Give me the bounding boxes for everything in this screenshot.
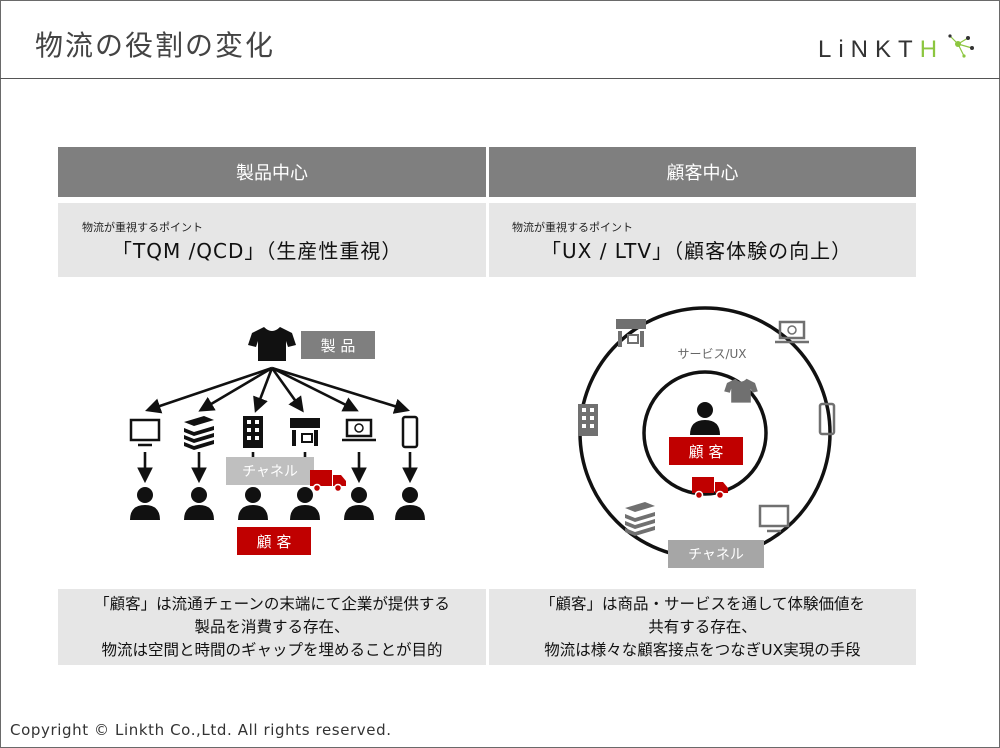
copyright-text: Copyright © Linkth Co.,Ltd. All rights r… bbox=[10, 721, 392, 739]
service-ux-label: サービス/UX bbox=[677, 347, 746, 361]
logo-accent-text: H bbox=[919, 36, 945, 63]
store-icon bbox=[290, 418, 320, 446]
customer-icons bbox=[130, 487, 425, 520]
right-summary-line-3: 物流は様々な顧客接点をつなぎUX実現の手段 bbox=[544, 640, 861, 659]
right-summary-line-1: 「顧客」は商品・サービスを通して体験価値を bbox=[539, 594, 866, 613]
title-divider bbox=[0, 78, 1000, 79]
customer-person-icon bbox=[130, 487, 160, 520]
building-icon bbox=[578, 404, 598, 436]
customer-person-icon bbox=[184, 487, 214, 520]
product-tshirt-icon bbox=[724, 378, 758, 403]
laptop-icon bbox=[775, 320, 809, 344]
left-summary-line-1: 「顧客」は流通チェーンの末端にて企業が提供する bbox=[94, 594, 450, 613]
right-point-label: 物流が重視するポイント bbox=[512, 221, 633, 234]
right-summary-line-2: 共有する存在、 bbox=[648, 617, 757, 636]
customer-person-icon bbox=[690, 402, 720, 435]
left-column-header: 製品中心 bbox=[58, 147, 486, 197]
smartphone-icon bbox=[818, 402, 836, 436]
left-point-label: 物流が重視するポイント bbox=[82, 221, 203, 234]
logo-network-icon bbox=[948, 34, 974, 58]
tv-icon bbox=[129, 418, 161, 447]
product-label: 製 品 bbox=[321, 337, 356, 355]
right-summary-box: 「顧客」は商品・サービスを通して体験価値を 共有する存在、 物流は様々な顧客接点… bbox=[489, 589, 916, 665]
distribution-arrows bbox=[145, 366, 410, 414]
customer-person-icon bbox=[238, 487, 268, 520]
customer-label-box bbox=[669, 437, 743, 465]
books-icon bbox=[625, 502, 655, 536]
left-diagram: 製 品 bbox=[129, 327, 425, 555]
left-point-box: 物流が重視するポイント 「TQM /QCD」（生産性重視） bbox=[58, 203, 486, 277]
product-label-box bbox=[301, 331, 375, 359]
left-summary-line-2: 製品を消費する存在、 bbox=[194, 617, 350, 636]
books-icon bbox=[184, 416, 214, 450]
customer-person-icon bbox=[395, 487, 425, 520]
store-icon bbox=[616, 319, 646, 347]
right-point-value: 「UX / LTV」（顧客体験の向上） bbox=[541, 239, 853, 263]
delivery-truck-icon bbox=[309, 469, 347, 493]
right-diagram: サービス/UX bbox=[578, 306, 836, 568]
smartphone-icon bbox=[401, 415, 419, 449]
right-column-header: 顧客中心 bbox=[489, 147, 916, 197]
channel-label-box bbox=[226, 457, 314, 485]
channel-label: チャネル bbox=[688, 547, 744, 563]
inner-customer-circle bbox=[642, 370, 768, 496]
customer-label: 顧 客 bbox=[257, 533, 292, 551]
right-point-box: 物流が重視するポイント 「UX / LTV」（顧客体験の向上） bbox=[489, 203, 916, 277]
left-summary-box: 「顧客」は流通チェーンの末端にて企業が提供する 製品を消費する存在、 物流は空間… bbox=[58, 589, 486, 665]
company-logo: LiNKTH bbox=[818, 34, 978, 70]
customer-label-box bbox=[237, 527, 311, 555]
left-summary-line-3: 物流は空間と時間のギャップを埋めることが目的 bbox=[101, 640, 443, 659]
channel-label-box bbox=[668, 540, 764, 568]
product-tshirt-icon bbox=[248, 327, 296, 361]
laptop-icon bbox=[342, 418, 376, 442]
page-title: 物流の役割の変化 bbox=[35, 29, 276, 62]
channel-label: チャネル bbox=[242, 464, 298, 480]
left-point-value: 「TQM /QCD」（生産性重視） bbox=[112, 239, 403, 263]
tv-icon bbox=[758, 504, 790, 533]
customer-person-icon bbox=[344, 487, 374, 520]
building-icon bbox=[243, 416, 263, 448]
logo-text: LiNKT bbox=[818, 36, 920, 63]
customer-label: 顧 客 bbox=[689, 443, 724, 461]
